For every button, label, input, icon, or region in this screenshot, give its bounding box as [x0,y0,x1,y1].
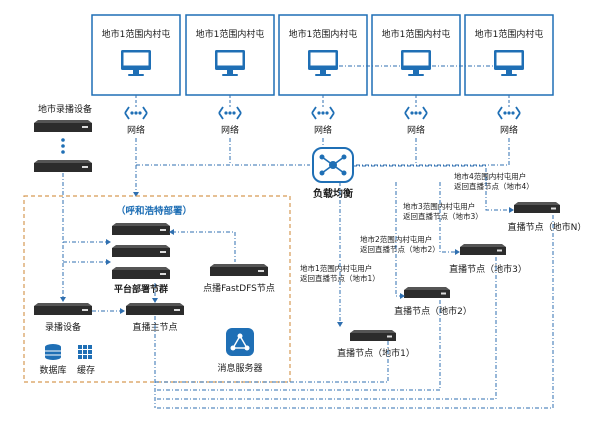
network-icon [404,106,428,120]
network-icon [218,106,242,120]
terminal-label: 地市1范围内村屯 [289,28,358,40]
message-server-icon [226,328,254,356]
server-icon [514,202,560,213]
database-icon [45,344,61,360]
server-icon [34,160,92,172]
arrow-head [455,249,460,255]
server-icon [460,244,506,255]
server-icon [34,303,92,315]
arrow-head [133,192,139,197]
network-icon [124,106,148,120]
terminal-label: 地市1范围内村屯 [102,28,171,40]
network-label: 网络 [500,124,518,136]
arrow-head [152,298,158,303]
connector-line [155,300,441,391]
connector-line [439,182,457,253]
server-icon [112,267,170,279]
cluster-label: 平台部署节群 [114,283,168,295]
server-icon [34,120,92,132]
server-icon [112,245,170,257]
cache-label: 缓存 [77,364,95,376]
platform-cluster: 平台部署节群 [112,223,170,295]
terminal-group-5: 地市1范围内村屯 [464,14,554,96]
terminal-group-1: 地市1范围内村屯 [91,14,181,96]
server-icon [126,303,184,315]
network-group-2: 网络 [218,95,242,136]
load-balancer: 负载均衡 [312,147,354,200]
network-label: 网络 [221,124,239,136]
live-node-note: 返回直播节点（地市4） [454,181,534,191]
arrow-head [169,229,174,235]
live-node-note: 返回直播节点（地市3） [403,211,483,221]
message-server: 消息服务器 [217,328,263,374]
terminal-group-4: 地市1范围内村屯 [371,14,461,96]
live-node-label: 直播节点（地市3） [449,263,527,275]
terminal-label: 地市1范围内村屯 [382,28,451,40]
network-label: 网络 [127,124,145,136]
terminal-label: 地市1范围内村屯 [475,28,544,40]
server-icon [210,264,268,276]
arrow-head [509,207,514,213]
city-recorder: 地市录播设备 [34,103,92,172]
network-group-3: 网络 [311,95,335,136]
arrow-head [106,259,111,265]
message-server-label: 消息服务器 [217,362,262,374]
database-label: 数据库 [39,364,66,376]
live-node-note: 地市1范围内村屯用户 [300,263,372,273]
network-icon [311,106,335,120]
live-node-3: 直播节点（地市3） 地市3范围内村屯用户 返回直播节点（地市3） [403,201,527,275]
network-bus [135,138,510,195]
connector-line [485,182,511,211]
live-node-n: 直播节点（地市N） 地市4范围内村屯用户 返回直播节点（地市4） [454,171,586,233]
connector-line [353,165,487,182]
live-node-label: 直播节点（地市2） [394,305,472,317]
live-node-note: 地市3范围内村屯用户 [403,201,475,211]
region-title: （呼和浩特部署） [116,205,192,217]
connector-line [155,215,554,409]
live-node-label: 直播节点（地市1） [337,347,415,359]
cache: 缓存 [77,345,95,376]
cache-icon [78,345,92,359]
connector-line [155,257,497,400]
terminal-group-2: 地市1范围内村屯 [185,14,275,96]
server-icon [112,223,170,235]
network-label: 网络 [407,124,425,136]
dfs-node: 点播FastDFS节点 [203,264,275,294]
arrow-head [337,322,343,327]
arrow-head [60,297,66,302]
server-icon [404,287,450,298]
arrow-head [120,308,125,314]
connector-line [155,341,389,383]
recorder-label: 录播设备 [45,321,81,333]
network-group-5: 网络 [497,95,521,136]
dfs-label: 点播FastDFS节点 [203,282,275,294]
network-label: 网络 [314,124,332,136]
server-icon [350,330,396,341]
network-group-1: 网络 [124,95,148,136]
city-recorder-label: 地市录播设备 [38,103,92,115]
network-group-4: 网络 [404,95,428,136]
arrow-head [400,293,405,299]
live-node-note: 返回直播节点（地市2） [360,244,440,254]
connector-line [172,231,236,262]
live-node-note: 地市4范围内村屯用户 [454,171,526,181]
terminal-label: 地市1范围内村屯 [196,28,265,40]
terminal-group-3: 地市1范围内村屯 [278,14,368,96]
network-icon [497,106,521,120]
recorder-device: 录播设备 [34,303,92,333]
database: 数据库 [39,344,67,376]
load-balancer-label: 负载均衡 [313,187,353,200]
live-node-label: 直播节点（地市N） [508,221,587,233]
arrow-head [106,239,111,245]
